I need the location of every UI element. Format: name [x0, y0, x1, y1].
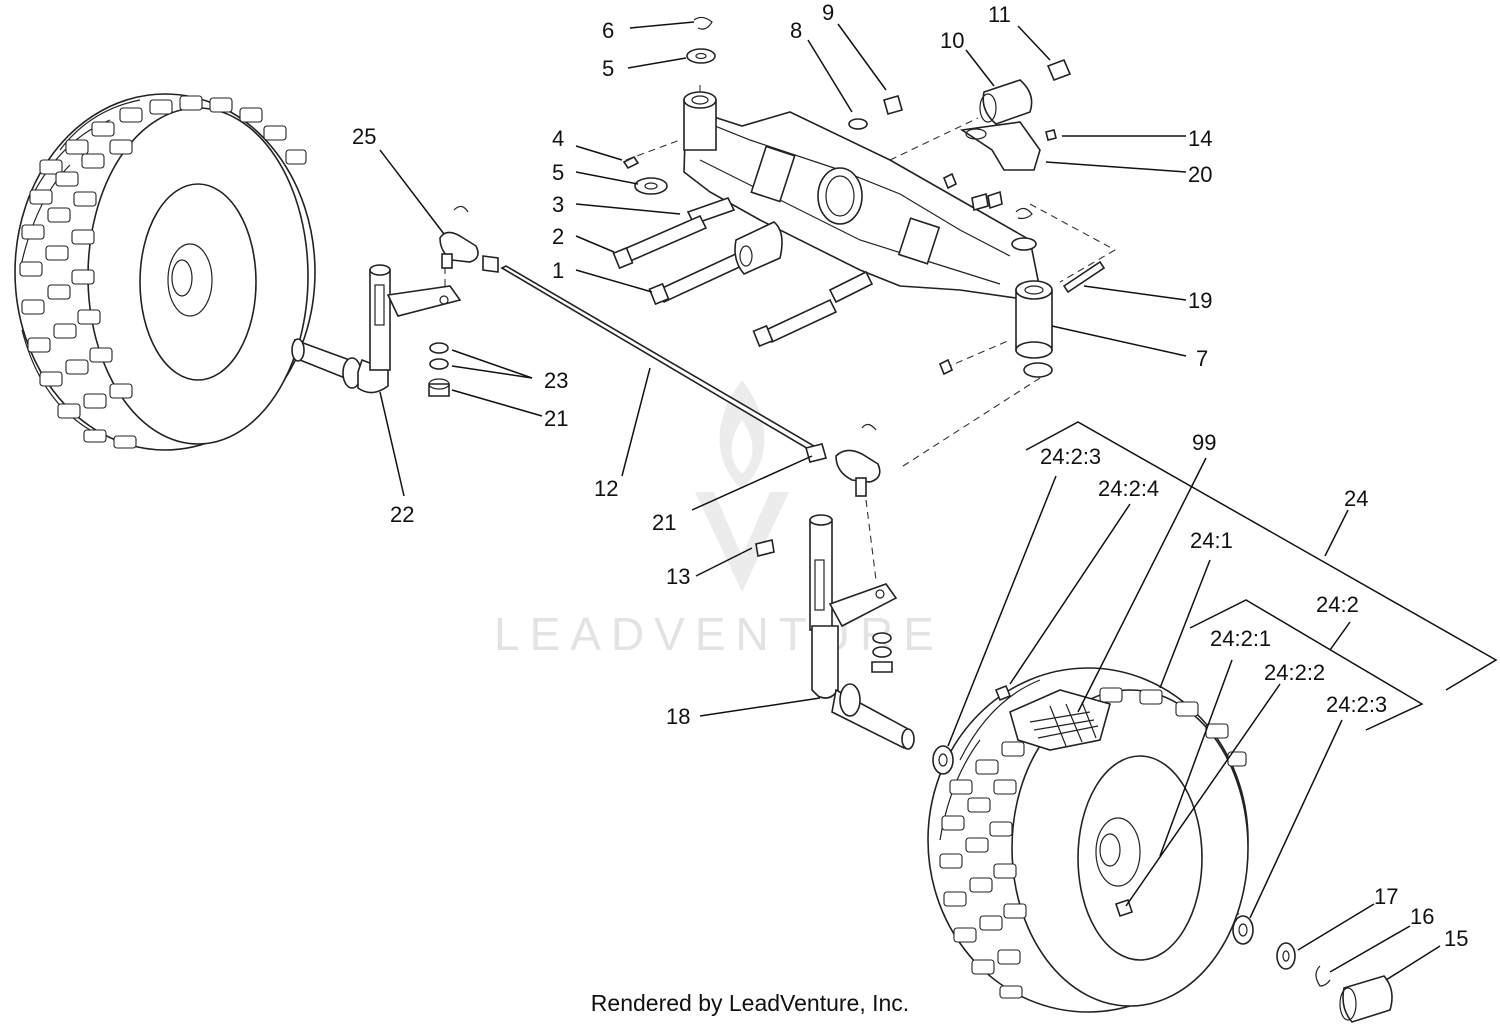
callout-24-2-4[interactable]: 24:2:4 [1098, 476, 1159, 501]
valve-stem [1114, 898, 1134, 918]
callout-8[interactable]: 8 [790, 18, 802, 43]
callout-20[interactable]: 20 [1188, 162, 1212, 187]
rendered-by-footer: Rendered by LeadVenture, Inc. [590, 990, 910, 1016]
callout-1[interactable]: 1 [552, 258, 564, 283]
assembly-brackets [1025, 421, 1498, 731]
callout-24-2-3[interactable]: 24:2:3 [1040, 444, 1101, 469]
left-spindle[interactable] [291, 264, 462, 394]
callout-15[interactable]: 15 [1444, 926, 1468, 951]
callout-24-2-2[interactable]: 24:2:2 [1264, 660, 1325, 685]
callout-99[interactable]: 99 [1192, 430, 1216, 455]
callout-14[interactable]: 14 [1188, 126, 1212, 151]
tire-label-decal [1009, 689, 1111, 751]
callout-16[interactable]: 16 [1410, 904, 1434, 929]
leader-lines [379, 21, 1441, 981]
callout-9[interactable]: 9 [822, 0, 834, 25]
right-wheel-hardware[interactable] [932, 684, 1393, 1023]
callout-24-2[interactable]: 24:2 [1316, 592, 1359, 617]
right-spindle[interactable] [755, 423, 915, 750]
callout-2[interactable]: 2 [552, 224, 564, 249]
callout-21[interactable]: 21 [544, 406, 568, 431]
callout-4[interactable]: 4 [552, 126, 564, 151]
callout-19[interactable]: 19 [1188, 288, 1212, 313]
callout-24-1[interactable]: 24:1 [1190, 528, 1233, 553]
left-tire-wheel[interactable] [14, 93, 316, 451]
callout-5-lower[interactable]: 5 [552, 160, 564, 185]
callout-10[interactable]: 10 [940, 28, 964, 53]
callout-3[interactable]: 3 [552, 192, 564, 217]
axle-hardware[interactable] [612, 16, 1106, 378]
callout-5[interactable]: 5 [602, 56, 614, 81]
callout-23[interactable]: 23 [544, 368, 568, 393]
left-tire-tread [19, 95, 307, 449]
callout-6[interactable]: 6 [602, 18, 614, 43]
callout-25[interactable]: 25 [352, 124, 376, 149]
callout-24-2-1[interactable]: 24:2:1 [1210, 626, 1271, 651]
callout-24-2-3-right[interactable]: 24:2:3 [1326, 692, 1387, 717]
callout-7[interactable]: 7 [1196, 346, 1208, 371]
callout-labels: 6 5 8 9 10 11 4 14 5 20 3 25 2 1 19 7 23… [352, 0, 1468, 951]
callout-13[interactable]: 13 [666, 564, 690, 589]
callout-17[interactable]: 17 [1374, 884, 1398, 909]
callout-22[interactable]: 22 [390, 502, 414, 527]
callout-21-right[interactable]: 21 [652, 510, 676, 535]
callout-12[interactable]: 12 [594, 476, 618, 501]
right-tire-wheel[interactable] [927, 667, 1249, 1013]
right-tire-tread [939, 687, 1247, 999]
callout-11[interactable]: 11 [988, 2, 1011, 27]
callout-24[interactable]: 24 [1344, 486, 1368, 511]
callout-18[interactable]: 18 [666, 704, 690, 729]
front-axle-beam[interactable] [683, 91, 1053, 359]
left-spindle-hardware[interactable] [428, 205, 499, 397]
